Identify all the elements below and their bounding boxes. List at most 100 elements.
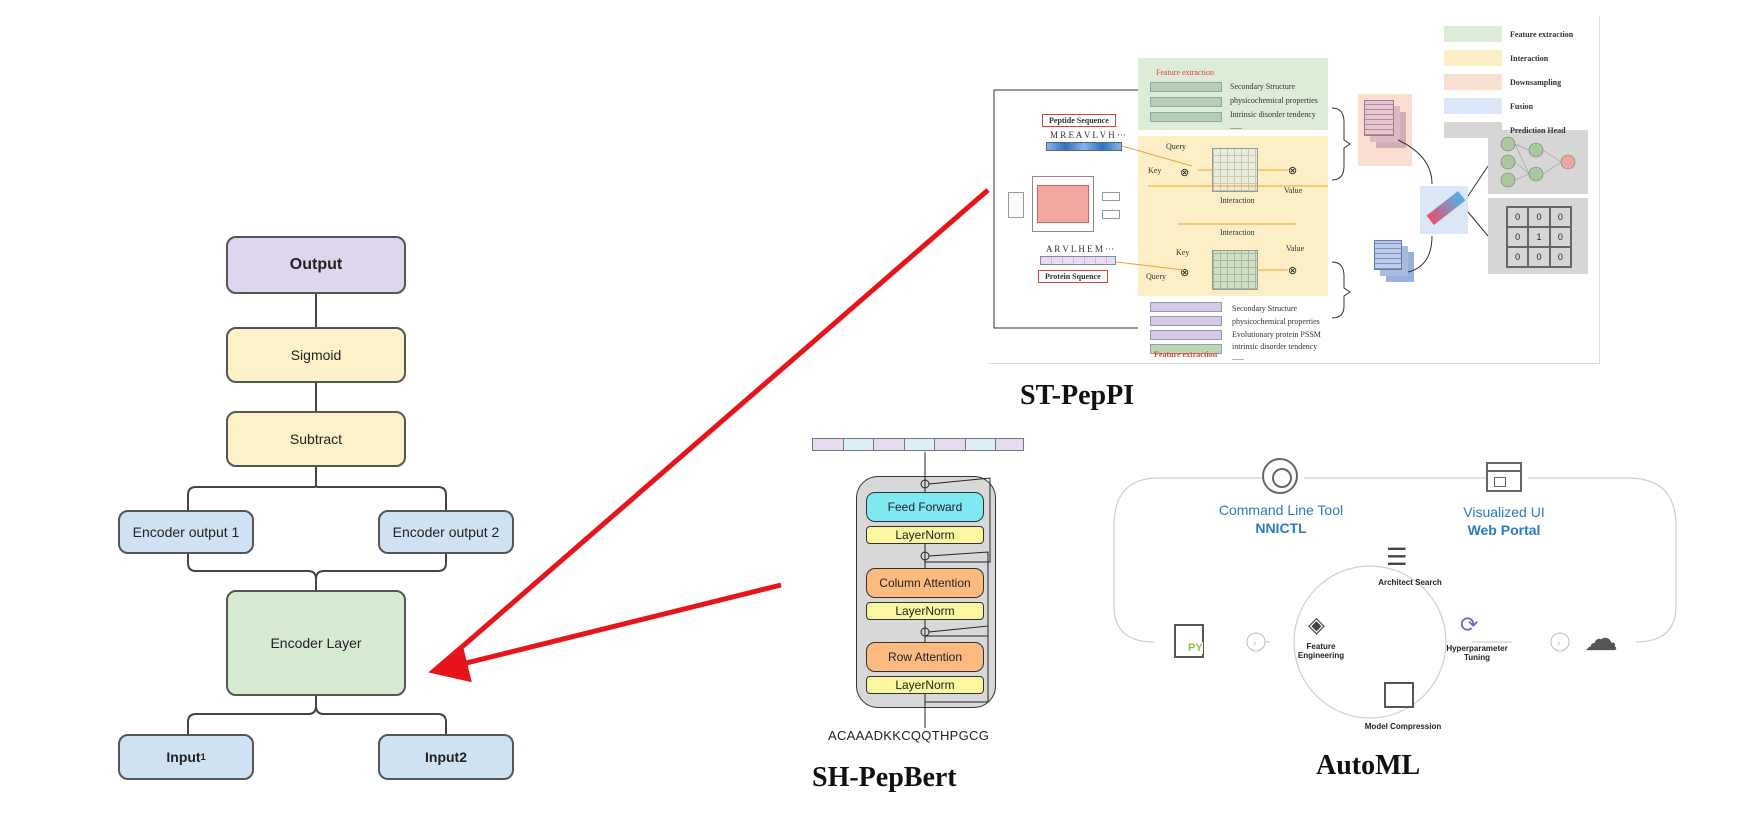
automl-caption: AutoML bbox=[1316, 750, 1421, 781]
input1-label: Input bbox=[166, 749, 201, 765]
query-top-label: Query bbox=[1166, 142, 1186, 151]
protein-sequence: A R V L H E M ··· bbox=[1046, 244, 1115, 254]
legend-label: Feature extraction bbox=[1510, 29, 1574, 39]
matrix-cell: 0 bbox=[1549, 207, 1571, 227]
sh-pepbert-figure: Feed Forward LayerNorm Column Attention … bbox=[810, 438, 1030, 748]
bottom-feature-1: Secondary Structure bbox=[1232, 304, 1298, 313]
peptide-embedding bbox=[1046, 142, 1122, 151]
matrix-cell: 0 bbox=[1507, 227, 1529, 247]
multiply-icon-4: ⊗ bbox=[1288, 265, 1298, 277]
interaction-grid-bottom bbox=[1212, 250, 1258, 290]
legend-label: Downsampling bbox=[1510, 77, 1562, 87]
py-label: PY bbox=[1188, 642, 1203, 654]
web-portal-icon bbox=[1486, 462, 1522, 492]
automl-figure: › › Command Line Tool NNICTL Visualized … bbox=[1108, 446, 1682, 738]
multiply-icon-1: ⊗ bbox=[1180, 167, 1190, 179]
feed-forward-block: Feed Forward bbox=[866, 492, 984, 522]
arrow-from-sh-pepbert bbox=[428, 582, 782, 683]
legend-label: Prediction Head bbox=[1510, 125, 1566, 135]
architect-search-label: Architect Search bbox=[1378, 578, 1442, 587]
bottom-feature-2: physicochemical properties bbox=[1232, 317, 1320, 326]
value-top-label: Value bbox=[1284, 186, 1303, 195]
multiply-icon-2: ⊗ bbox=[1288, 165, 1298, 177]
svg-text:›: › bbox=[1557, 638, 1560, 649]
legend-item: Prediction Head bbox=[1444, 118, 1573, 142]
st-peppi-connectors bbox=[993, 89, 1489, 329]
top-feature-2: physicochemical properties bbox=[1230, 96, 1318, 105]
feature-extraction-bottom-title: Feature extraction bbox=[1154, 350, 1218, 359]
fusion-block bbox=[1420, 186, 1468, 234]
model-block bbox=[1032, 176, 1094, 232]
interaction-top-label: Interaction bbox=[1220, 196, 1255, 205]
row-attention-block: Row Attention bbox=[866, 642, 984, 672]
matrix-cell: 0 bbox=[1549, 227, 1571, 247]
top-feature-4: ...... bbox=[1230, 122, 1242, 131]
cli-name: NNICTL bbox=[1255, 520, 1307, 536]
output-matrix: 0 0 0 0 1 0 0 0 0 bbox=[1506, 206, 1572, 268]
bottom-feature-5: ...... bbox=[1232, 353, 1244, 362]
subtract-node: Subtract bbox=[226, 411, 406, 467]
bottom-feature-4: intrinsic disorder tendency bbox=[1232, 342, 1318, 351]
peptide-sequence-label: Peptide Sequence bbox=[1042, 114, 1116, 127]
legend: Feature extraction Interaction Downsampl… bbox=[1444, 22, 1573, 142]
layernorm-3: LayerNorm bbox=[866, 676, 984, 694]
legend-swatch bbox=[1444, 122, 1502, 138]
hyperparameter-tuning-icon: ⟳ bbox=[1460, 612, 1479, 637]
cli-title: Command Line Tool bbox=[1218, 502, 1344, 518]
matrix-cell: 0 bbox=[1507, 207, 1529, 227]
downsampled-stack-bottom bbox=[1374, 240, 1402, 270]
bottom-feature-3: Evolutionary protein PSSM bbox=[1232, 330, 1321, 339]
side-box-left bbox=[1008, 192, 1024, 218]
matrix-cell: 0 bbox=[1507, 247, 1529, 267]
legend-swatch bbox=[1444, 98, 1502, 114]
output-node: Output bbox=[226, 236, 406, 294]
top-feature-bars bbox=[1150, 82, 1222, 122]
legend-item: Feature extraction bbox=[1444, 22, 1573, 46]
prediction-head-matrix: 0 0 0 0 1 0 0 0 0 bbox=[1488, 198, 1588, 274]
ui-title: Visualized UI bbox=[1463, 504, 1545, 520]
legend-label: Interaction bbox=[1510, 53, 1549, 63]
value-bottom-label: Value bbox=[1286, 244, 1305, 253]
layernorm-2: LayerNorm bbox=[866, 602, 984, 620]
matrix-cell: 0 bbox=[1549, 247, 1571, 267]
legend-item: Fusion bbox=[1444, 94, 1573, 118]
top-feature-3: Intrinsic disorder tendency bbox=[1230, 110, 1316, 119]
cli-icon bbox=[1262, 458, 1298, 494]
legend-swatch bbox=[1444, 74, 1502, 90]
legend-swatch bbox=[1444, 50, 1502, 66]
output-token-row bbox=[812, 438, 1024, 451]
key-top-label: Key bbox=[1148, 166, 1162, 175]
encoder-layer-node: Encoder Layer bbox=[226, 590, 406, 696]
ui-name: Web Portal bbox=[1467, 522, 1541, 538]
side-box-right-2 bbox=[1102, 210, 1120, 219]
st-peppi-caption: ST-PepPI bbox=[1020, 380, 1135, 411]
legend-item: Downsampling bbox=[1444, 70, 1573, 94]
sh-pepbert-connectors bbox=[920, 452, 991, 728]
feature-engineering-label: Feature Engineering bbox=[1297, 642, 1345, 660]
column-attention-block: Column Attention bbox=[866, 568, 984, 598]
bottom-feature-bars bbox=[1150, 302, 1222, 354]
side-box-right-1 bbox=[1102, 192, 1120, 201]
hyperparameter-tuning-label: Hyperparameter Tuning bbox=[1446, 644, 1508, 662]
input-sequence: ACAAADKKCQQTHPGCG bbox=[828, 728, 990, 743]
architect-search-icon: ☰ bbox=[1386, 544, 1408, 571]
encoder-output-2-node: Encoder output 2 bbox=[378, 510, 514, 554]
input2-node: Input2 bbox=[378, 734, 514, 780]
svg-text:›: › bbox=[1253, 638, 1256, 649]
input1-superscript: 1 bbox=[200, 752, 206, 762]
protein-sequence-label: Protein Squence bbox=[1038, 270, 1108, 283]
peptide-sequence: M R E A V L V H ··· bbox=[1050, 130, 1127, 140]
matrix-cell: 0 bbox=[1528, 207, 1550, 227]
model-compression-icon bbox=[1384, 682, 1414, 708]
automl-outline: › › bbox=[1113, 477, 1677, 719]
sigmoid-node: Sigmoid bbox=[226, 327, 406, 383]
key-bottom-label: Key bbox=[1176, 248, 1190, 257]
legend-item: Interaction bbox=[1444, 46, 1573, 70]
legend-label: Fusion bbox=[1510, 101, 1534, 111]
protein-embedding bbox=[1040, 256, 1116, 265]
st-peppi-figure: Feature extraction Secondary Structure p… bbox=[988, 16, 1600, 364]
top-feature-1: Secondary Structure bbox=[1230, 82, 1296, 91]
